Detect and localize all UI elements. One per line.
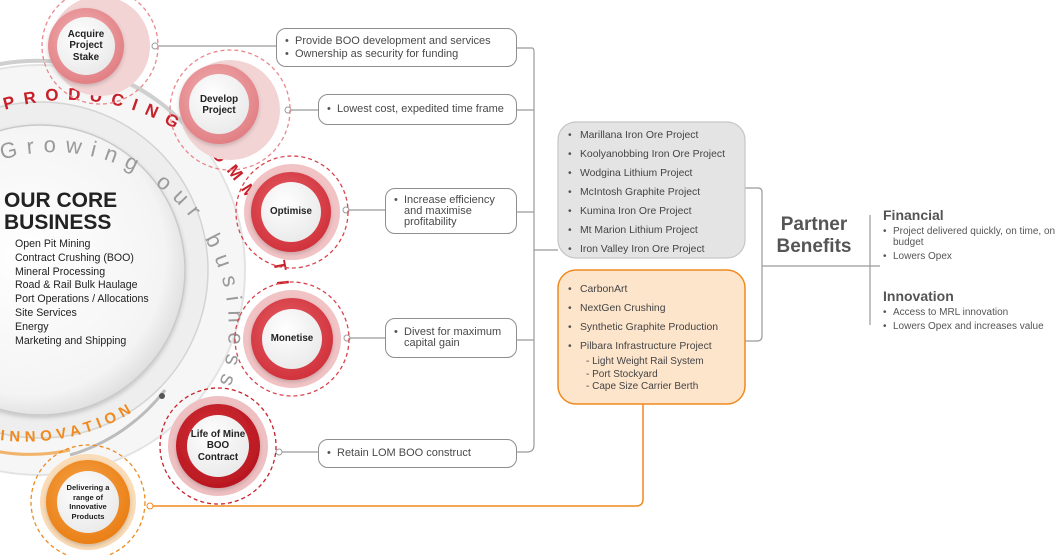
product-sub-item: - Cape Size Carrier Berth [586, 381, 699, 392]
stage-lom-label: Life of Mine BOO Contract [190, 428, 246, 463]
project-item: McIntosh Graphite Project [558, 183, 745, 202]
acquire-circle [41, 0, 159, 105]
project-item: Kumina Iron Ore Project [558, 202, 745, 221]
monetise-circle [234, 281, 350, 397]
project-item: Iron Valley Iron Ore Project [558, 240, 745, 259]
note-lom: Retain LOM BOO construct [318, 439, 517, 468]
product-item: Pilbara Infrastructure Project [558, 337, 745, 356]
innovation-heading: Innovation [883, 288, 954, 304]
partner-benefits-title: Partner Benefits [768, 214, 860, 258]
project-item: Koolyanobbing Iron Ore Project [558, 145, 745, 164]
product-item: Synthetic Graphite Production [558, 318, 745, 337]
orange-connector [152, 404, 644, 507]
ring-arc-grey [69, 389, 167, 457]
core-item: Marketing and Shipping [15, 334, 127, 347]
core-title-line1: OUR CORE [4, 189, 118, 212]
stage-optimise-label: Optimise [270, 206, 312, 218]
financial-heading: Financial [883, 207, 944, 223]
financial-item: Project delivered quickly, on time, on b… [883, 226, 1058, 248]
innovation-item: Access to MRL innovation [883, 307, 1058, 318]
partner-benefits-line1: Partner [780, 214, 848, 235]
stage-monetise-label: Monetise [270, 333, 314, 345]
innovation-item: Lowers Opex and increases value [883, 321, 1058, 332]
core-item: Road & Rail Bulk Haulage [15, 279, 138, 292]
product-item: CarbonArt [558, 280, 745, 299]
core-circle [0, 124, 186, 416]
core-title: OUR CORE BUSINESS [4, 190, 117, 234]
stage-acquire-label: Acquire Project Stake [67, 28, 105, 63]
core-item: Port Operations / Allocations [15, 293, 149, 306]
note-item: Increase efficiency and maximise profita… [386, 194, 516, 228]
connectors [156, 45, 880, 453]
product-sub-item: - Port Stockyard [586, 368, 658, 380]
note-item: Lowest cost, expedited time frame [319, 103, 516, 116]
project-item: Marillana Iron Ore Project [558, 126, 745, 145]
note-develop: Lowest cost, expedited time frame [318, 94, 517, 125]
innovation-list: Access to MRL innovation Lowers Opex and… [883, 307, 1058, 332]
financial-list: Project delivered quickly, on time, on b… [883, 226, 1058, 262]
note-acquire: Provide BOO development and services Own… [276, 28, 517, 67]
financial-item: Lowers Opex [883, 251, 1058, 262]
core-item: Energy [15, 320, 49, 333]
products-panel: CarbonArt NextGen Crushing Synthetic Gra… [558, 280, 745, 400]
note-optimise: Increase efficiency and maximise profita… [385, 188, 517, 234]
note-monetise: Divest for maximum capital gain [385, 318, 517, 358]
orange-dot [146, 502, 154, 510]
core-item: Mineral Processing [15, 265, 106, 278]
project-item: Mt Marion Lithium Project [558, 221, 745, 240]
core-business-list: Open Pit Mining Contract Crushing (BOO) … [15, 238, 149, 348]
ring-arc-orange [0, 448, 71, 456]
product-sub-item: - Light Weight Rail System [586, 356, 704, 367]
projects-panel: Marillana Iron Ore Project Koolyanobbing… [558, 126, 745, 259]
stage-develop-label: Develop Project [199, 93, 239, 117]
note-item: Retain LOM BOO construct [319, 447, 516, 460]
develop-circle [169, 49, 291, 171]
ring-dot [159, 393, 165, 399]
partner-benefits-line2: Benefits [776, 236, 852, 257]
core-title-line2: BUSINESS [4, 211, 112, 234]
lom-circle [159, 387, 277, 505]
note-item: Divest for maximum capital gain [386, 327, 516, 349]
core-item: Open Pit Mining [15, 238, 91, 250]
product-item: NextGen Crushing [558, 299, 745, 318]
stage-delivering-label: Delivering a range of Innovative Product… [66, 483, 110, 521]
optimise-circle [235, 155, 349, 269]
delivering-circle [30, 444, 146, 555]
note-item: Provide BOO development and services [277, 35, 516, 48]
core-item: Site Services [15, 306, 77, 319]
note-item: Ownership as security for funding [277, 48, 516, 61]
core-item: Contract Crushing (BOO) [15, 251, 134, 264]
project-item: Wodgina Lithium Project [558, 164, 745, 183]
